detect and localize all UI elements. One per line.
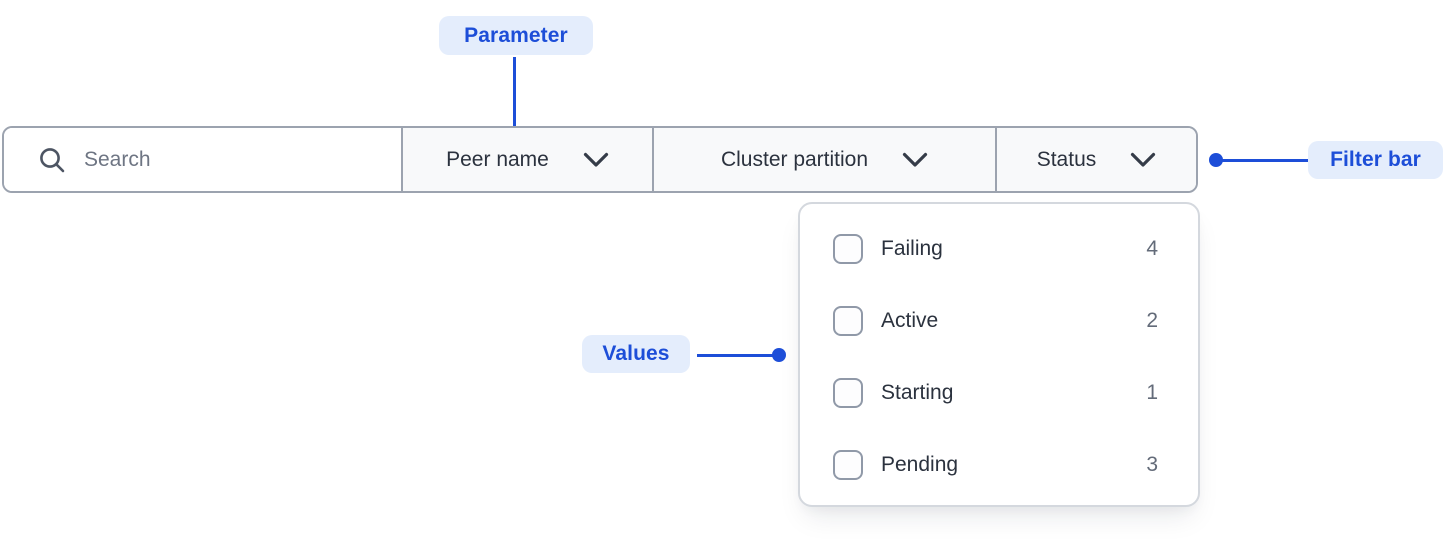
option-count: 3 — [1146, 453, 1158, 476]
dropdown-option-pending[interactable]: Pending 3 — [800, 429, 1198, 501]
search-placeholder: Search — [84, 147, 151, 171]
search-input[interactable]: Search — [4, 128, 401, 191]
filter-bar-annotation-badge: Filter bar — [1308, 141, 1443, 179]
parameter-connector-line — [513, 57, 516, 141]
filter-dropdown-status[interactable]: Status — [995, 128, 1196, 191]
status-dropdown-panel: Failing 4 Active 2 Starting 1 Pending 3 — [798, 202, 1200, 507]
checkbox-unchecked[interactable] — [833, 450, 863, 480]
dropdown-option-starting[interactable]: Starting 1 — [800, 357, 1198, 429]
chevron-down-icon — [1131, 152, 1156, 167]
dropdown-option-failing[interactable]: Failing 4 — [800, 213, 1198, 285]
dropdown-option-active[interactable]: Active 2 — [800, 285, 1198, 357]
checkbox-unchecked[interactable] — [833, 234, 863, 264]
chevron-down-icon — [902, 152, 928, 167]
values-annotation-badge: Values — [582, 335, 690, 373]
filter-dropdown-cluster-partition[interactable]: Cluster partition — [652, 128, 995, 191]
dropdown-label: Status — [1036, 147, 1097, 171]
option-label: Failing — [881, 237, 943, 260]
option-label: Active — [881, 309, 939, 332]
option-count: 4 — [1146, 237, 1158, 260]
search-icon — [40, 147, 65, 172]
option-label: Pending — [881, 453, 959, 476]
dropdown-label: Peer name — [446, 147, 549, 171]
option-count: 2 — [1146, 309, 1158, 332]
filter-bar: Search Peer name Cluster partition Statu… — [2, 126, 1198, 193]
parameter-annotation-badge: Parameter — [439, 16, 593, 55]
chevron-down-icon — [583, 152, 608, 167]
values-connector-line — [697, 354, 773, 357]
filter-bar-connector-line — [1222, 159, 1308, 162]
option-count: 1 — [1146, 381, 1158, 404]
values-connector-dot — [772, 348, 786, 362]
option-label: Starting — [881, 381, 954, 404]
dropdown-label: Cluster partition — [720, 147, 869, 171]
filter-bar-connector-dot — [1209, 153, 1223, 167]
checkbox-unchecked[interactable] — [833, 306, 863, 336]
checkbox-unchecked[interactable] — [833, 378, 863, 408]
filter-dropdown-peer-name[interactable]: Peer name — [401, 128, 652, 191]
